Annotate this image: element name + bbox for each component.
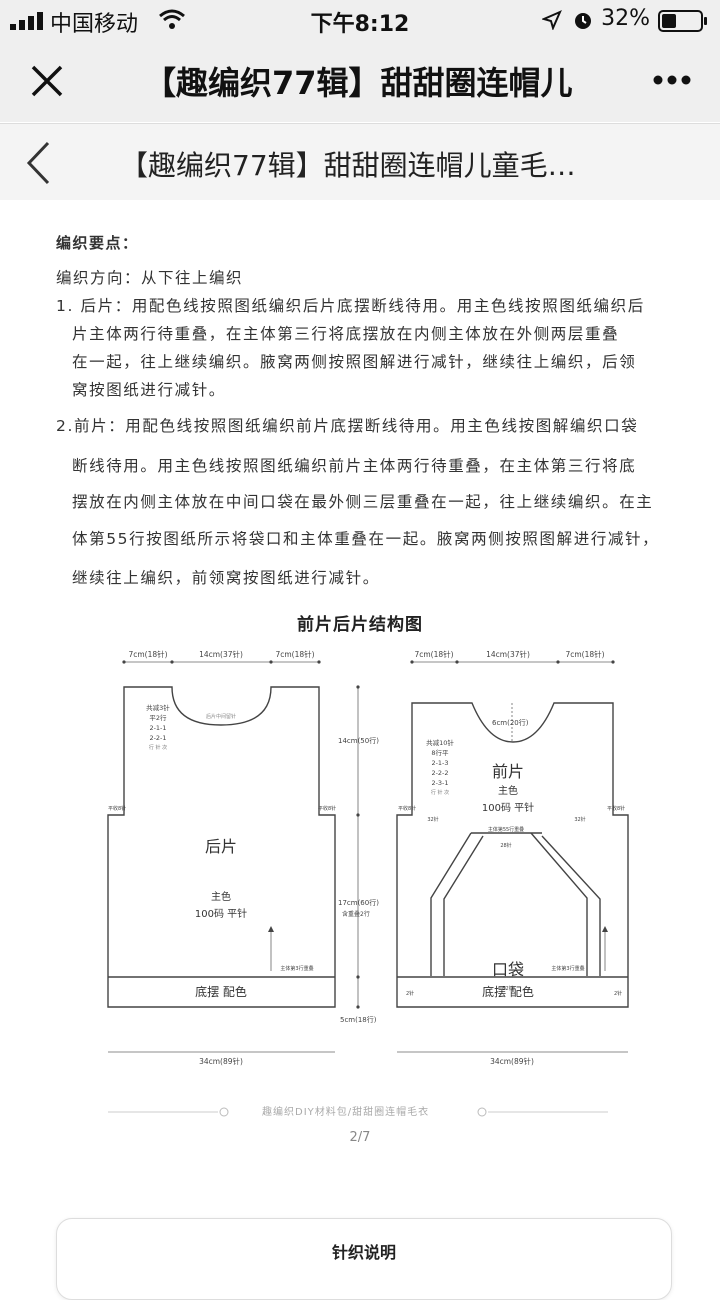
front-decrease: 共减10针 [426, 738, 454, 747]
front-text-line: 2.前片：用配色线按照图纸编织前片底摆断线待用。用主色线按图解编织口袋 [56, 417, 639, 435]
location-icon [542, 10, 562, 30]
back-decrease: 共减3针 [146, 703, 170, 712]
knitting-notes-card[interactable]: 针织说明 [56, 1218, 672, 1300]
footer-caption: 趣编织DIY材料包/甜甜圈连帽毛衣 [262, 1107, 430, 1118]
more-icon[interactable] [652, 74, 692, 86]
article-title: 【趣编织77辑】甜甜圈连帽儿童毛… [120, 149, 576, 182]
flat-label: 平收8针 [108, 805, 126, 812]
dim-label: 7cm(18针) [275, 649, 314, 659]
front-label: 前片 [492, 762, 524, 781]
close-icon[interactable] [28, 62, 66, 100]
diagram-title: 前片后片结构图 [297, 615, 423, 635]
front-decrease: 行 针 次 [431, 789, 449, 796]
carrier-name: 中国移动 [50, 12, 139, 37]
hem-label: 底摆 配色 [195, 984, 247, 999]
stitch-note: 2针 [406, 990, 414, 997]
battery-icon [658, 10, 707, 32]
status-bar: 中国移动 下午8:12 32% [0, 0, 720, 40]
height-label: 17cm(60行) [338, 898, 379, 907]
front-text-line: 体第55行按图纸所示将袋口和主体重叠在一起。腋窝两侧按照图解进行减针， [72, 530, 660, 548]
front-decrease: 2-2-2 [431, 769, 448, 777]
width-label: 34cm(89针) [490, 1056, 534, 1066]
flat-label: 平收8针 [318, 805, 336, 812]
back-text-line: 在一起，往上继续编织。腋窝两侧按照图解进行减针，继续往上编织，后领 [72, 353, 637, 371]
back-icon[interactable] [24, 140, 54, 186]
article-header: 【趣编织77辑】甜甜圈连帽儿童毛… [0, 123, 720, 202]
pocket-overlap: 主体第55行重叠 [488, 826, 524, 833]
height-label: 5cm(18行) [340, 1015, 377, 1024]
front-decrease: 8行平 [431, 748, 449, 757]
front-decrease: 2-3-1 [431, 779, 448, 787]
dim-label: 14cm(37针) [199, 649, 243, 659]
front-neck-label: 6cm(20行) [492, 718, 529, 727]
divider-decoration [108, 1107, 608, 1117]
wifi-icon [159, 9, 185, 29]
dim-label: 7cm(18针) [414, 649, 453, 659]
overlap-note: 主体第3行重叠 [551, 965, 584, 972]
direction-text: 编织方向：从下往上编织 [56, 269, 244, 287]
clock: 下午8:12 [310, 12, 410, 37]
front-gauge: 100码 平针 [482, 801, 534, 814]
article-content: 编织要点： 编织方向：从下往上编织 1. 后片：用配色线按照图纸编织后片底摆断线… [0, 200, 720, 1300]
card-title: 针织说明 [331, 1243, 396, 1262]
back-text-line: 片主体两行待重叠，在主体第三行将底摆放在内侧主体放在外侧两层重叠 [72, 325, 620, 343]
front-text-line: 断线待用。用主色线按照图纸编织前片主体两行待重叠，在主体第三行将底 [72, 457, 637, 475]
page-title: 【趣编织77辑】甜甜圈连帽儿 [144, 64, 573, 102]
flat-label: 平收8针 [398, 805, 416, 812]
back-decrease: 行 针 次 [149, 744, 167, 751]
page-number: 2/7 [349, 1130, 371, 1145]
dim-label: 7cm(18针) [128, 649, 167, 659]
battery-percent: 32% [601, 6, 650, 31]
front-decrease: 2-1-3 [431, 759, 448, 767]
stitch-note: 52针 [502, 985, 513, 992]
width-label: 34cm(89针) [199, 1056, 243, 1066]
stitch-note: 2针 [614, 990, 622, 997]
overlap-note: 主体第3行重叠 [280, 965, 313, 972]
heading: 编织要点： [56, 234, 139, 252]
title-bar: 【趣编织77辑】甜甜圈连帽儿 [0, 40, 720, 122]
back-gauge: 100码 平针 [195, 907, 247, 920]
height-label: 14cm(50行) [338, 736, 379, 745]
back-text-line: 窝按图纸进行减针。 [72, 381, 226, 399]
front-text-line: 摆放在内侧主体放在中间口袋在最外侧三层重叠在一起，往上继续编织。在主 [72, 493, 654, 511]
dim-label: 14cm(37针) [486, 649, 530, 659]
alarm-icon [575, 13, 591, 29]
back-decrease: 平2行 [149, 713, 167, 722]
knitting-diagram: 7cm(18针) 14cm(37针) 7cm(18针) 7cm(18针) 14c… [107, 649, 629, 1066]
dim-label: 7cm(18针) [565, 649, 604, 659]
back-text-line: 1. 后片：用配色线按照图纸编织后片底摆断线待用。用主色线按照图纸编织后 [56, 297, 645, 315]
height-note: 含重叠2行 [342, 910, 370, 918]
stitch-note: 28针 [500, 842, 511, 849]
flat-label: 平收8针 [607, 805, 625, 812]
signal-icon [10, 12, 43, 30]
back-decrease: 2-1-1 [149, 724, 166, 732]
hem-label: 底摆 配色 [482, 984, 534, 999]
back-decrease: 2-2-1 [149, 734, 166, 742]
back-neck-note: 后片中间留针 [206, 713, 236, 720]
stitch-note: 32针 [574, 816, 585, 823]
pocket-label: 口袋 [492, 960, 524, 979]
back-label: 后片 [205, 837, 237, 856]
front-color: 主色 [498, 784, 518, 797]
back-color: 主色 [211, 890, 231, 903]
stitch-note: 32针 [427, 816, 438, 823]
front-text-line: 继续往上编织，前领窝按图纸进行减针。 [72, 569, 380, 587]
